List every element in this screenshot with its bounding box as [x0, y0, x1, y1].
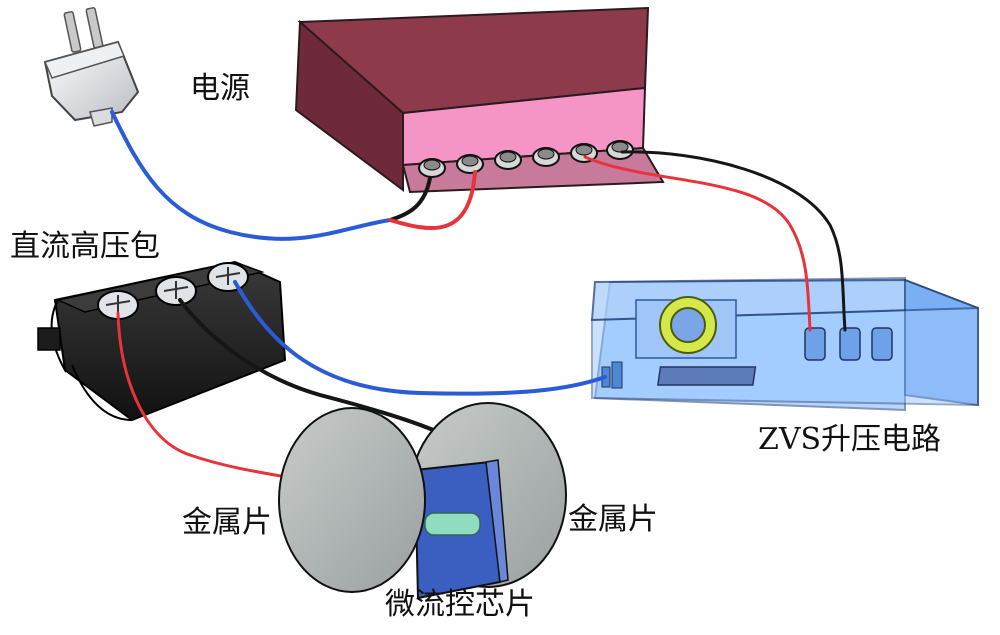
- connector: [611, 361, 623, 389]
- ic-chip: [657, 366, 757, 386]
- metal-plate-left: [278, 407, 426, 593]
- metal-plate-right-label: 金属片: [568, 502, 658, 537]
- terminal-screw: [606, 140, 634, 160]
- chip-assembly: [278, 402, 567, 600]
- wires: [110, 110, 847, 480]
- micro-channel: [424, 512, 481, 536]
- wire-red-power-to-zvs: [583, 155, 812, 332]
- terminal-screw: [207, 262, 249, 292]
- wire-red-power: [388, 170, 477, 230]
- terminal-screw: [494, 150, 522, 170]
- terminal-screw: [570, 143, 598, 163]
- wire-red-hv-to-plate: [116, 311, 294, 480]
- wire-black-power: [388, 176, 432, 222]
- wire-black-power-to-zvs: [620, 150, 847, 332]
- plug-icon: [43, 7, 140, 127]
- hv-package-label: 直流高压包: [10, 229, 160, 264]
- zvs-components: [601, 296, 893, 389]
- wire-blue-plug-to-power: [110, 110, 392, 241]
- wire-black-hv-to-plate: [178, 298, 440, 434]
- terminal-screw: [532, 147, 560, 167]
- terminal-screw: [155, 276, 197, 306]
- capacitor: [871, 327, 893, 361]
- power-terminals: [418, 140, 634, 178]
- microfluidic-chip-label: 微流控芯片: [385, 587, 535, 622]
- capacitor: [804, 327, 826, 361]
- metal-plate-left-label: 金属片: [182, 505, 272, 540]
- wire-blue-hv-to-zvs: [233, 280, 607, 396]
- power-supply-label: 电源: [190, 71, 250, 106]
- terminal-screw: [456, 154, 484, 174]
- terminal-screw: [418, 158, 446, 178]
- zvs-circuit-label: ZVS升压电路: [758, 422, 942, 457]
- capacitor: [839, 327, 861, 361]
